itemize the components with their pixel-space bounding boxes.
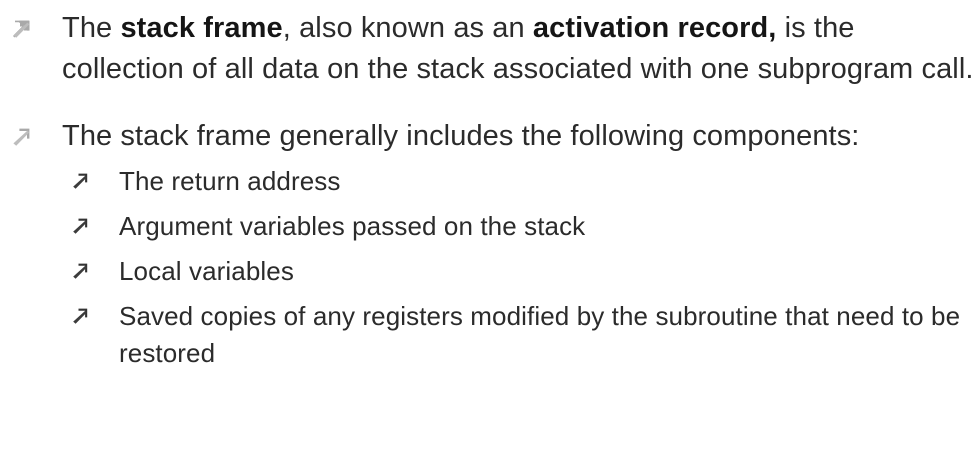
text-run-plain: The [62,12,121,44]
sub-bullet-text: The return address [119,166,341,196]
arrow-up-right-icon [8,124,34,150]
bullet-item-stack-frame-components: The stack frame generally includes the f… [0,116,978,372]
arrow-up-right-icon [8,16,34,42]
bullet-text: The stack frame generally includes the f… [62,120,860,152]
sub-bullet-text: Argument variables passed on the stack [119,211,586,241]
text-run-plain: is the collection of all data on the sta… [62,12,974,85]
arrow-up-right-icon [69,215,91,237]
bullet-text: The stack frame, also known as an activa… [62,8,978,90]
sub-bullet-item-argument-variables: Argument variables passed on the stack [62,208,978,245]
arrow-up-right-icon [69,260,91,282]
bullet-list: The stack frame, also known as an activa… [0,8,978,372]
sub-bullet-item-local-variables: Local variables [62,253,978,290]
text-run-plain: , also known as an [282,12,533,44]
text-run-bold: activation record, [532,12,777,44]
arrow-up-right-icon [69,305,91,327]
sub-bullet-item-return-address: The return address [62,163,978,200]
sub-bullet-item-saved-registers: Saved copies of any registers modified b… [62,298,978,372]
bullet-item-stack-frame-definition: The stack frame, also known as an activa… [0,8,978,90]
sub-bullet-text: Saved copies of any registers modified b… [119,301,961,368]
text-run-bold: stack frame [120,12,283,44]
sub-bullet-list: The return address Argument variables pa… [62,163,978,372]
sub-bullet-text: Local variables [119,256,294,286]
arrow-up-right-icon [69,170,91,192]
